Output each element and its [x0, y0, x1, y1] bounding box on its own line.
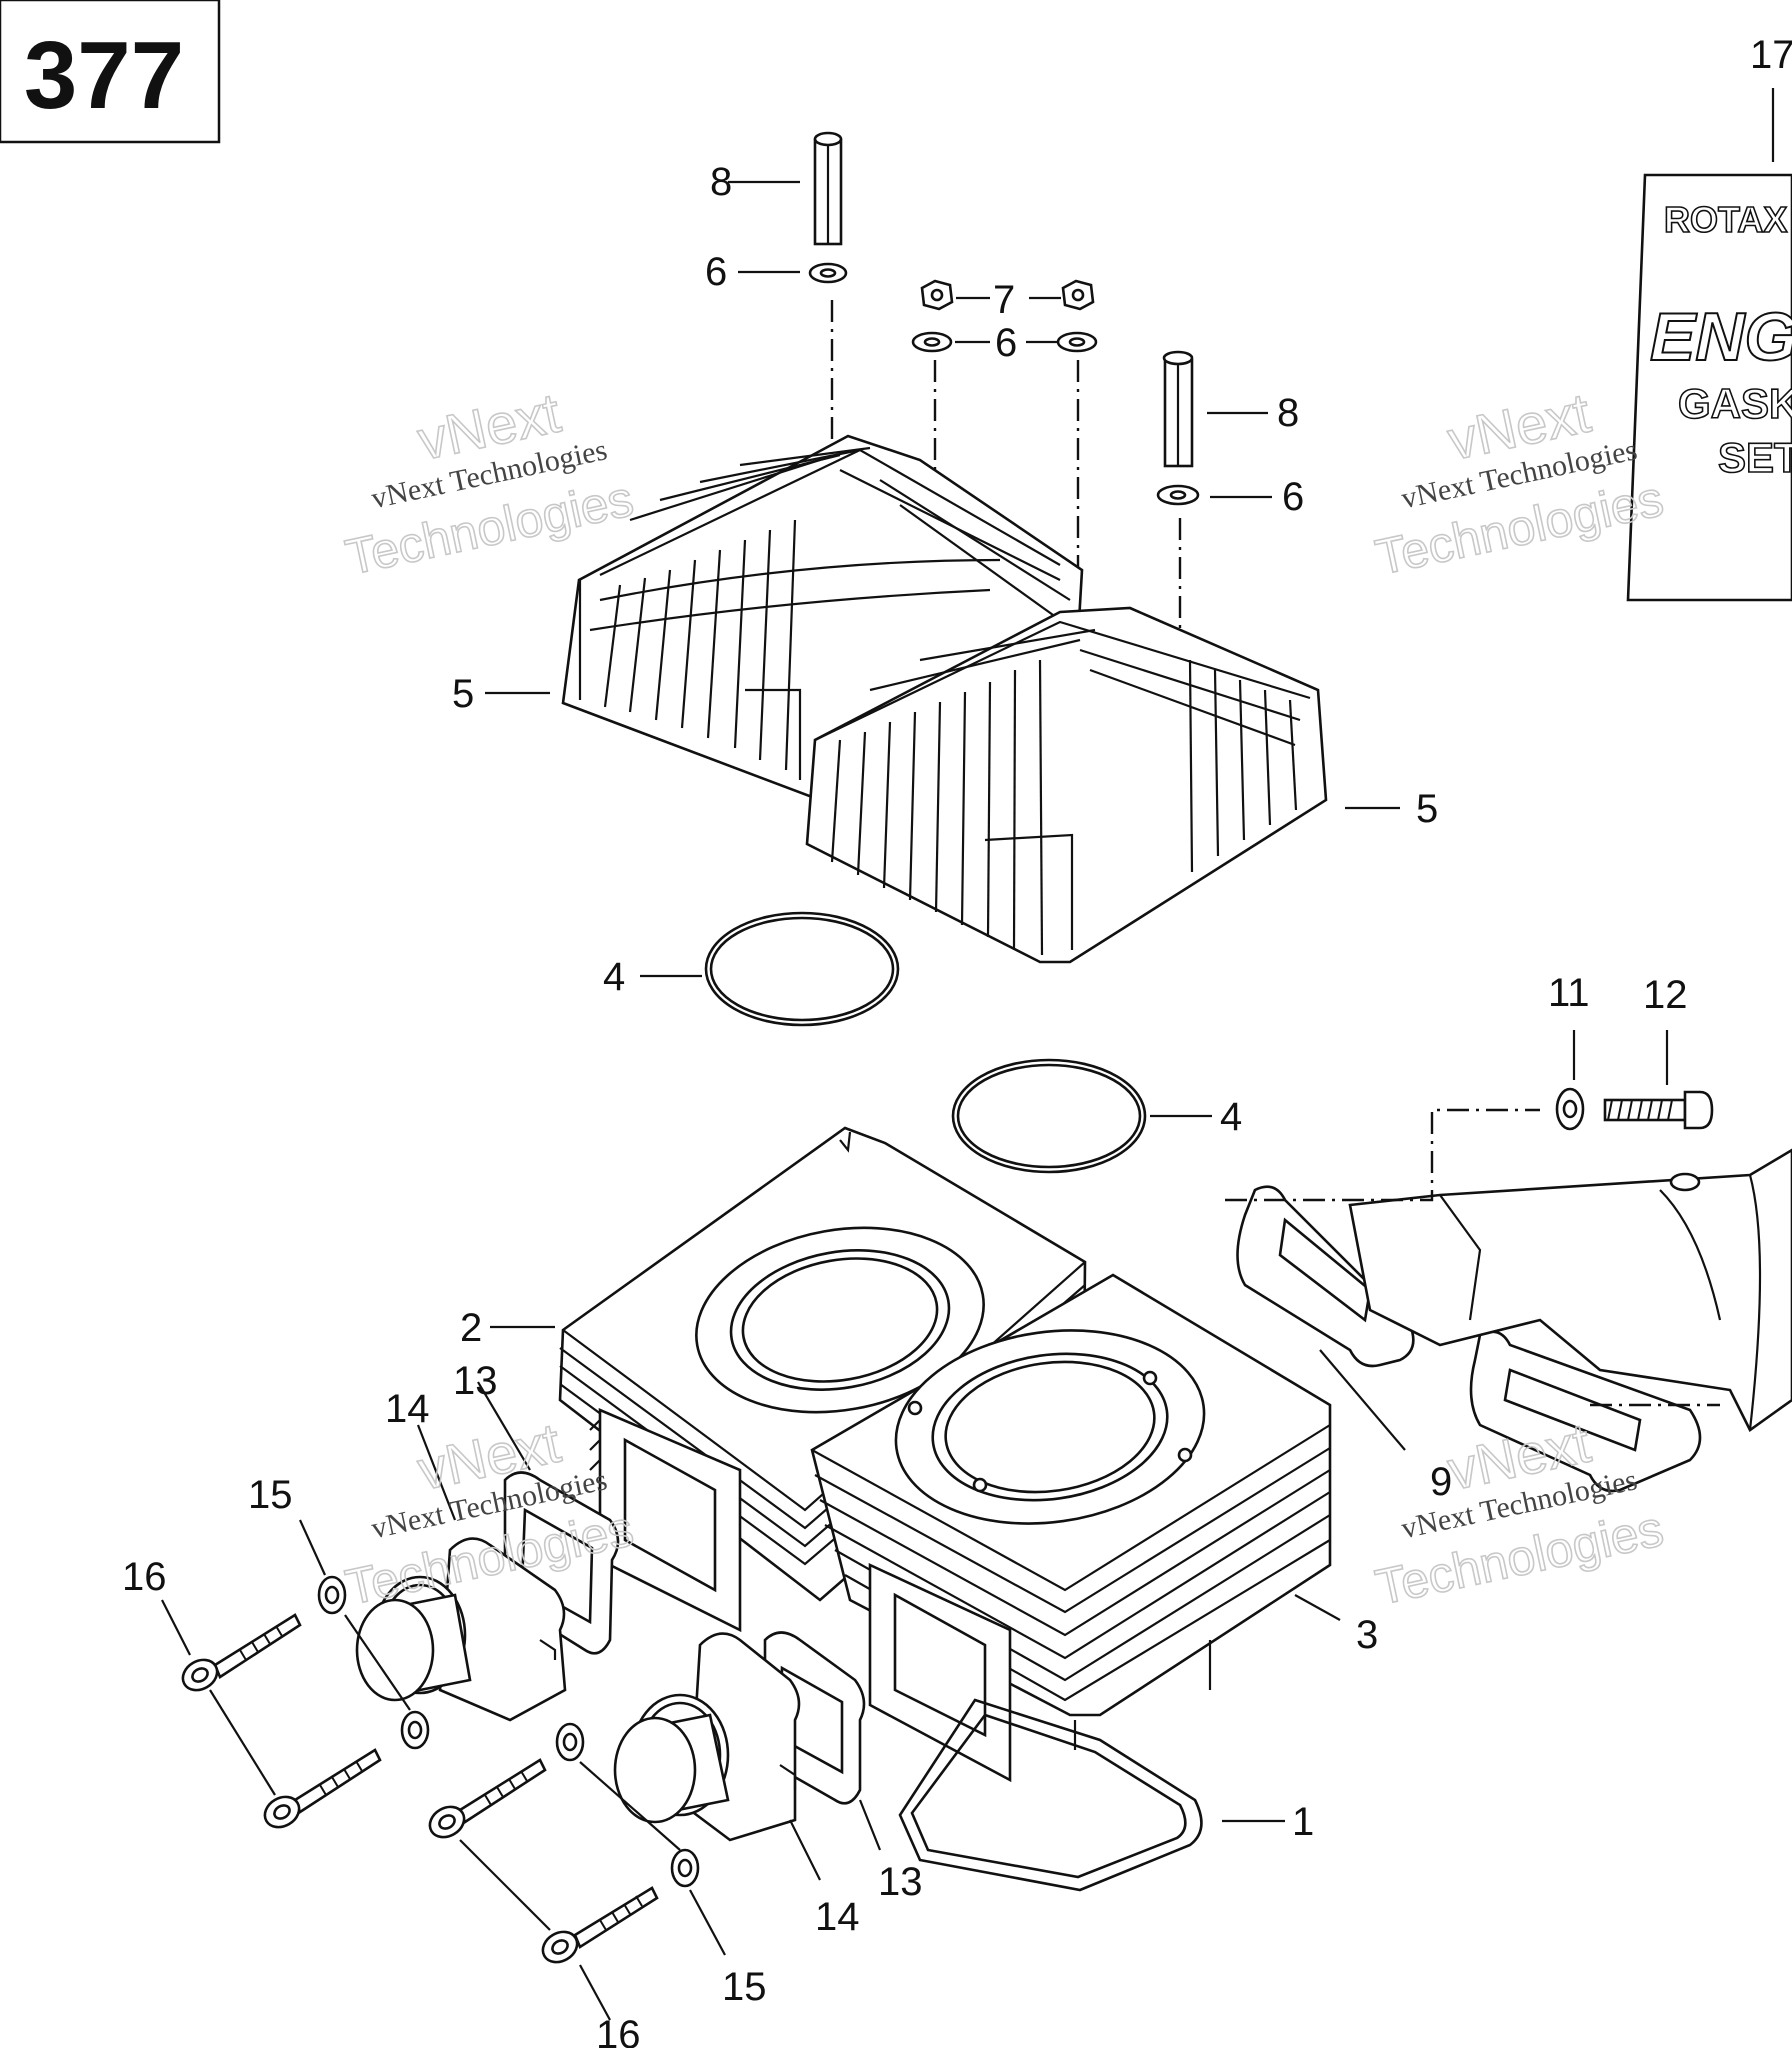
intake-flange-right: 13 14 — [613, 1631, 923, 1939]
callout-6-mid: 6 — [995, 321, 1017, 365]
lock-washers-15: 15 15 — [248, 1473, 767, 2009]
cylinder-3-front: 3 — [810, 1273, 1378, 1783]
spacer-nut-8-right: 8 — [1162, 350, 1299, 468]
spacer-nut-8-left: 8 — [710, 131, 843, 246]
cap-screw-3 — [428, 1758, 547, 1839]
gasket-kit-card: ROTAX ENGINE GASKET SET 17 — [1626, 33, 1792, 602]
callout-17: 17 — [1750, 33, 1792, 77]
callout-3: 3 — [1356, 1613, 1378, 1657]
callout-5-right: 5 — [1416, 787, 1438, 831]
callout-2: 2 — [460, 1306, 482, 1350]
callout-8-right: 8 — [1277, 391, 1299, 435]
intake-flange-left: 13 14 — [355, 1359, 620, 1722]
gasket-kit-brand: ROTAX — [1664, 199, 1787, 240]
callout-8-left: 8 — [710, 160, 732, 204]
callout-5-left: 5 — [452, 672, 474, 716]
callout-16-upper: 16 — [122, 1555, 167, 1599]
gasket-kit-line4: SET — [1718, 434, 1792, 481]
callout-12: 12 — [1643, 973, 1688, 1017]
callout-16-lower: 16 — [596, 2013, 641, 2048]
callout-6-left: 6 — [705, 250, 727, 294]
callout-14-left: 14 — [385, 1387, 430, 1431]
callout-9: 9 — [1430, 1460, 1452, 1504]
callout-11: 11 — [1548, 971, 1590, 1015]
screw-12: 12 — [1603, 973, 1714, 1130]
callout-13-right: 13 — [878, 1860, 923, 1904]
callout-15-upper: 15 — [248, 1473, 293, 1517]
callout-6-right: 6 — [1282, 475, 1304, 519]
gasket-kit-line3: GASKET — [1678, 380, 1792, 427]
lock-washer-11: 11 — [1548, 971, 1590, 1131]
cylinder-head-5-front — [805, 606, 1328, 964]
page-number-box: 377 — [0, 0, 221, 144]
callout-4-upper: 4 — [603, 955, 625, 999]
cap-screws-16: 16 16 — [122, 1555, 659, 2048]
callout-14-right: 14 — [815, 1895, 860, 1939]
o-ring-4-lower: 4 — [951, 1058, 1242, 1174]
cap-screw-4 — [541, 1886, 659, 1964]
watermark-top-left: vNext vNext Technologies Technologies — [340, 380, 639, 587]
gasket-kit-line2: ENGINE — [1650, 299, 1792, 375]
page-number: 377 — [24, 22, 184, 129]
callout-13-left: 13 — [453, 1359, 498, 1403]
nuts-7: 7 — [920, 278, 1095, 322]
callout-15-lower: 15 — [722, 1965, 767, 2009]
callout-7: 7 — [993, 278, 1015, 322]
cap-screw-2 — [263, 1748, 382, 1829]
o-ring-4-upper: 4 — [603, 911, 900, 1027]
watermark-top-right: vNext vNext Technologies Technologies — [1370, 380, 1669, 587]
exhaust-gaskets-9: 9 — [1236, 1185, 1702, 1504]
exhaust-manifold — [1225, 1108, 1792, 1432]
cap-screw-1 — [181, 1613, 302, 1692]
base-gasket-1: 1 — [898, 1698, 1314, 1892]
callout-1: 1 — [1292, 1800, 1314, 1844]
callout-4-lower: 4 — [1220, 1095, 1242, 1139]
